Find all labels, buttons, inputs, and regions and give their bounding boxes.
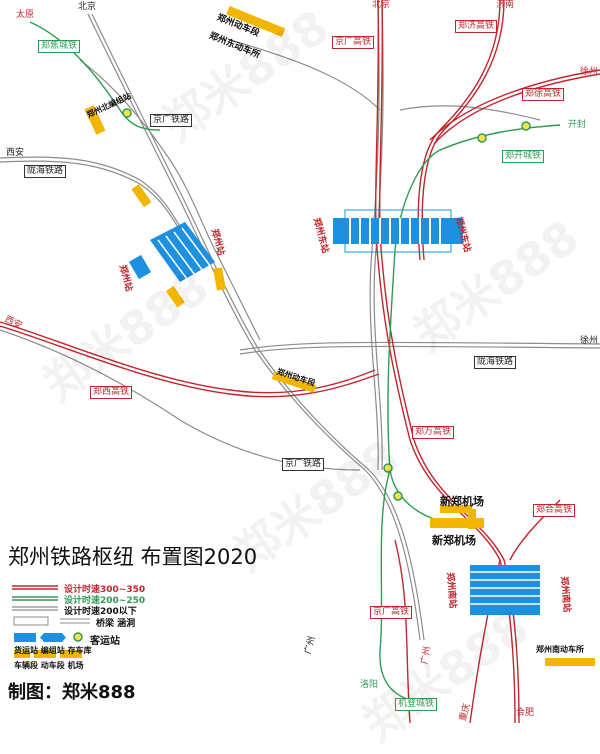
place-beijing: 北京: [372, 0, 391, 10]
line-label-zhenghe: 郑合高铁: [533, 504, 576, 517]
legend-line-conventional: 设计时速200以下: [64, 607, 137, 617]
line-label-jidengcheng: 机登城铁: [395, 698, 438, 711]
place-luoyang: 洛阳: [360, 680, 379, 690]
line-label-zhengxu: 郑徐高铁: [522, 88, 565, 101]
place-jinan: 济南: [496, 0, 515, 10]
line-label-zhengjiao: 郑焦城铁: [38, 40, 81, 53]
line-label-longhai: 陇海铁路: [474, 356, 517, 369]
stop-markers: [122, 108, 531, 501]
legend-bridge: 桥梁 涵洞: [96, 619, 136, 629]
line-label-zhengkai: 郑开城铁: [502, 150, 545, 163]
place-taiyuan: 太原: [16, 10, 35, 20]
line-label-jingguang-hs: 京广高铁: [370, 606, 413, 619]
track-layer: [0, 0, 600, 723]
line-label-zhengwan: 郑万高铁: [412, 426, 455, 439]
legend-graphics: [12, 585, 90, 658]
zhengzhou-south-station-block: [470, 565, 540, 615]
legend-line-300: 设计时速300~350: [64, 585, 146, 595]
place-beijing: 北京: [78, 2, 97, 12]
airport-label: 新郑机场: [432, 534, 476, 547]
airport-label: 新郑机场: [440, 495, 484, 508]
line-label-zhengji: 郑济高铁: [455, 20, 498, 33]
place-kaifeng: 开封: [568, 120, 587, 130]
conventional-lines: [0, 0, 600, 641]
legend-passenger: 客运站: [90, 636, 120, 647]
zhengzhou-east-station-block: [333, 209, 463, 253]
line-label-zhengxi: 郑西高铁: [90, 386, 133, 399]
legend-freight-row2: 车辆段 动车段 机场: [14, 661, 84, 670]
line-label-jingguang-hs: 京广高铁: [332, 36, 375, 49]
zhengzhou-station-block: [128, 222, 215, 282]
map-title: 郑州铁路枢纽 布置图2020: [8, 545, 258, 569]
depot-blocks: [84, 6, 595, 666]
credit: 制图：郑米888: [8, 682, 136, 703]
line-label-jingguang: 京广铁路: [150, 114, 193, 127]
place-xuzhou: 徐州: [580, 336, 599, 346]
place-xuzhou: 徐州: [580, 67, 599, 77]
depot-zhengzhou-south: 郑州南动车所: [536, 645, 584, 654]
legend-line-200: 设计时速200~250: [64, 596, 146, 606]
line-label-longhai: 陇海铁路: [24, 165, 67, 178]
line-label-jingguang: 京广铁路: [282, 458, 325, 471]
place-xian: 西安: [6, 148, 25, 158]
legend-freight-row1: 货运站 编组站 存车库: [14, 646, 92, 655]
place-hefei: 合肥: [516, 708, 535, 718]
